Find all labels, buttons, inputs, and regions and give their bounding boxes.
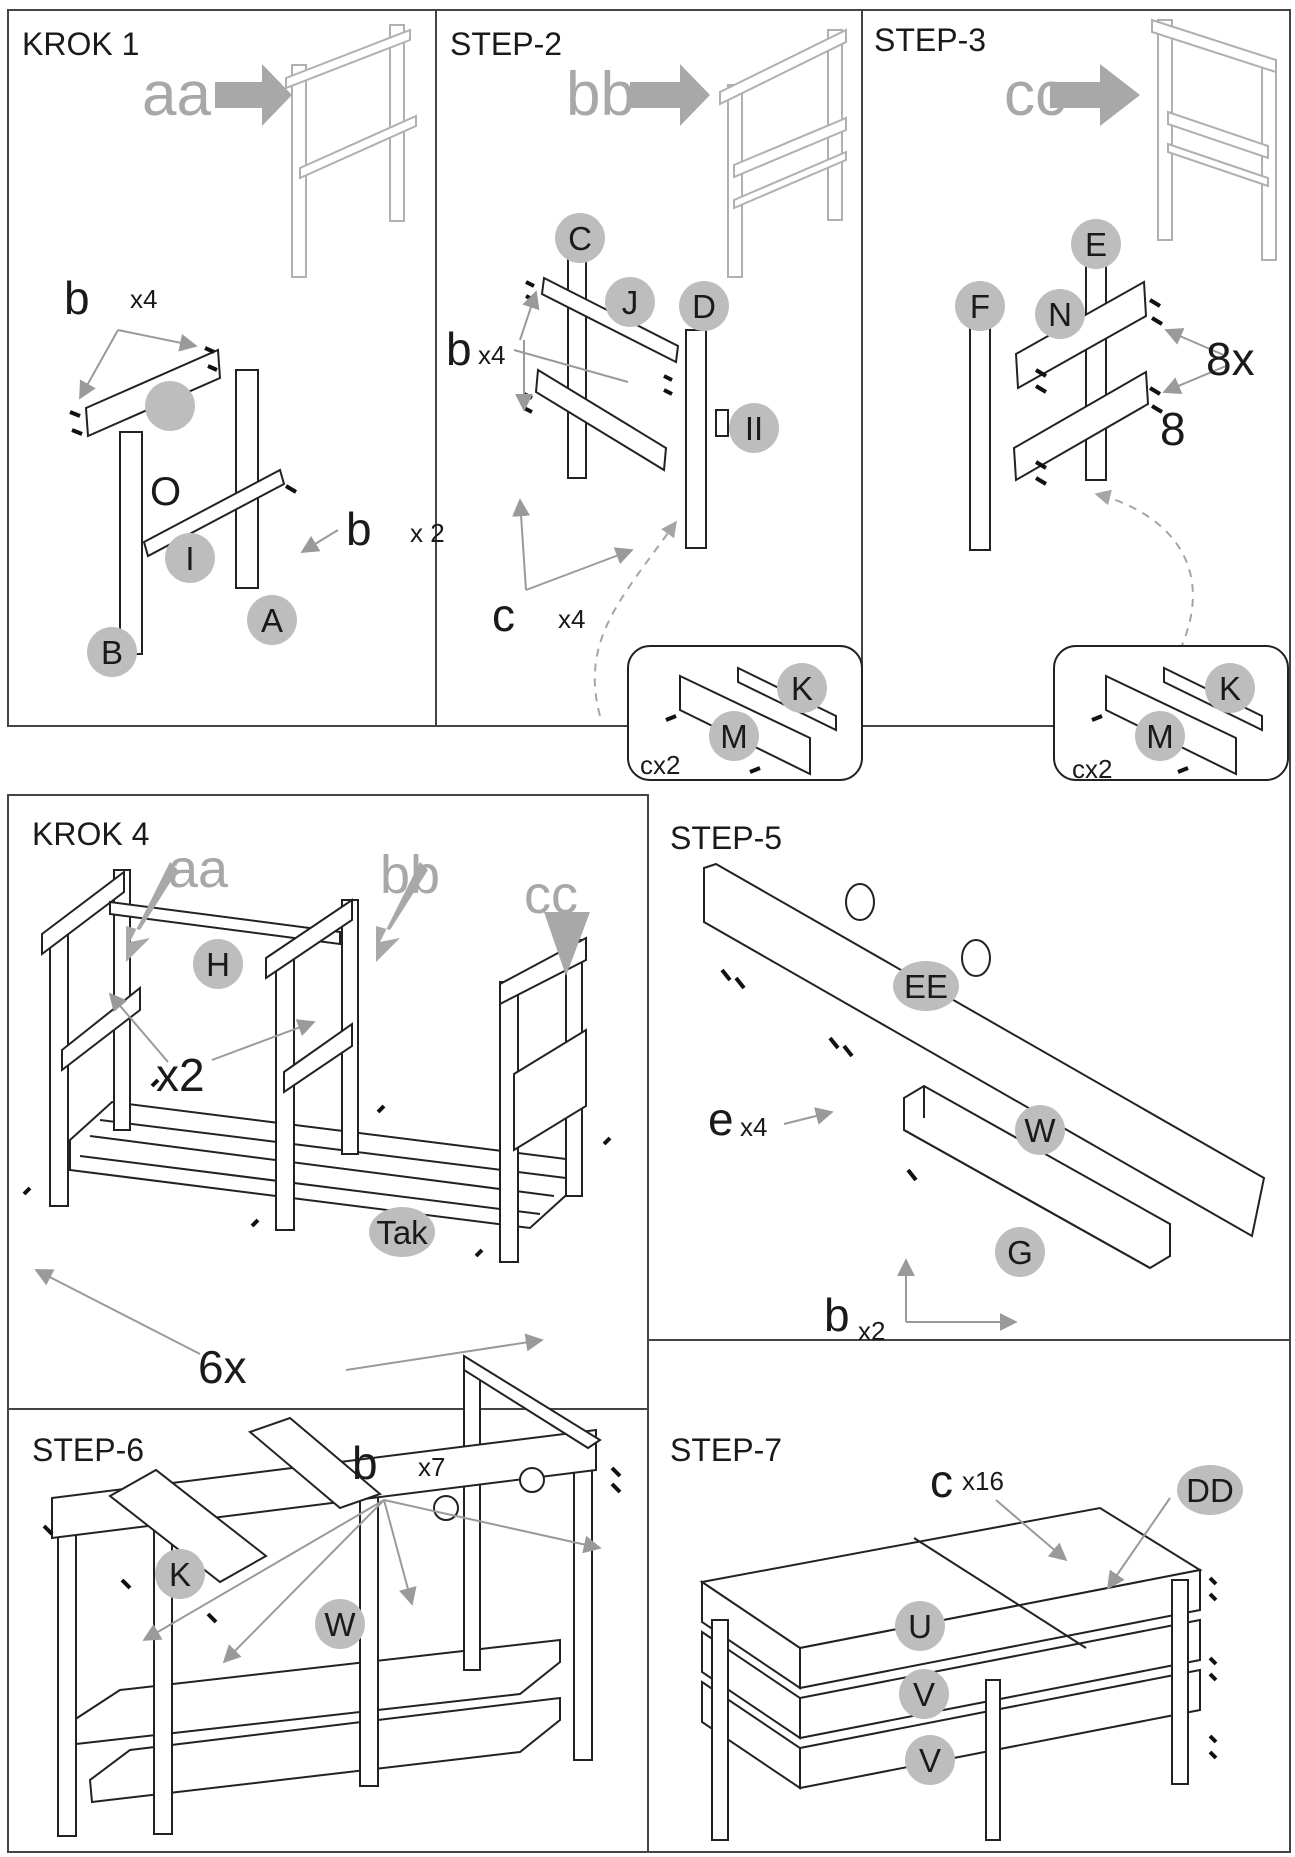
step-2-preview-frame (719, 28, 847, 278)
step-1-drawing (69, 24, 417, 655)
part-badge-e: E (1071, 219, 1121, 269)
part-badge-w-step6: W (315, 1599, 365, 1649)
fastener-cx2-2: cx2 (1072, 754, 1113, 784)
step-5-annotations (720, 968, 1018, 1331)
ghost-label-cc-step4: cc (524, 865, 578, 925)
part-badge-k-step6: K (155, 1549, 205, 1599)
part-label-o: O (150, 470, 182, 514)
screws-step3 (1034, 298, 1164, 486)
fastener-c-label-step7: c (930, 1455, 953, 1507)
step-5-drawing (703, 862, 1266, 1270)
part-badge-j: J (605, 277, 655, 327)
part-badge-k-2: K (1205, 663, 1255, 713)
fastener-b-count-step6: x7 (418, 1452, 446, 1482)
fastener-e-label: e (708, 1093, 734, 1145)
part-badge-h: H (193, 939, 243, 989)
step-4-drawing (41, 869, 587, 1263)
count-8: 8 (1160, 403, 1186, 455)
part-leg-a (235, 369, 259, 589)
step-4-annotations (22, 862, 612, 1371)
part-badge-v: V (899, 1669, 949, 1719)
ghost-label-aa-step4: aa (168, 839, 229, 899)
part-badge-blank (145, 381, 195, 431)
ghost-label-cc: cc (1004, 60, 1066, 129)
frame-step-1 (7, 9, 437, 727)
part-bracket-ii (715, 409, 729, 437)
step-6-title: STEP-6 (32, 1432, 145, 1468)
count-x2: x2 (156, 1049, 205, 1101)
ghost-label-bb-step4: bb (380, 845, 441, 905)
part-badge-w: W (1015, 1105, 1065, 1155)
fastener-c-count: x4 (558, 604, 586, 634)
fastener-c-label: c (492, 589, 515, 641)
step-6-drawing (51, 1354, 602, 1837)
part-badge-d: D (679, 281, 729, 331)
ghost-arrow-bb (630, 64, 710, 126)
part-post-e (1085, 257, 1107, 481)
fastener-cx2: cx2 (640, 750, 681, 780)
fastener-b-count-step2: x4 (478, 340, 506, 370)
fastener-b-count-step5: x2 (858, 1316, 886, 1346)
part-badge-f: F (955, 281, 1005, 331)
fastener-b-label-step6: b (352, 1437, 378, 1489)
step-3-preview-frame (1151, 18, 1277, 261)
part-long-board (703, 862, 1266, 1238)
fastener-b-label-step5: b (824, 1289, 850, 1341)
step-1-preview-frame (285, 24, 417, 278)
step-7-title: STEP-7 (670, 1432, 783, 1468)
part-leg-b (119, 431, 143, 655)
step-6-annotations (42, 1466, 622, 1664)
part-badge-ii: II (729, 403, 779, 453)
part-badge-i: I (165, 533, 215, 583)
part-badge-v-2: V (905, 1735, 955, 1785)
step-3-title: STEP-3 (874, 22, 987, 58)
part-rail-lower (534, 368, 668, 472)
fastener-c-count-step7: x16 (962, 1466, 1004, 1496)
step-2-title: STEP-2 (450, 26, 563, 62)
step-2-drawing (512, 28, 847, 717)
step-7-drawing (699, 1506, 1203, 1841)
fastener-e-count: x4 (740, 1112, 768, 1142)
part-rail-lower-3 (1012, 370, 1150, 482)
part-badge-g: G (995, 1227, 1045, 1277)
ghost-label-bb: bb (566, 60, 635, 129)
fastener-b-count: x4 (130, 284, 158, 314)
part-rail-n (1014, 280, 1148, 390)
ghost-label-aa: aa (142, 60, 211, 129)
part-badge-ee: EE (893, 961, 959, 1011)
step-1-title: KROK 1 (22, 26, 140, 62)
count-6x: 6x (198, 1341, 247, 1393)
part-post-f (969, 319, 991, 551)
fastener-b2-count: x 2 (410, 518, 445, 548)
count-8x: 8x (1206, 333, 1255, 385)
part-post-d (685, 329, 707, 549)
part-badge-u: U (895, 1601, 945, 1651)
ghost-arrow-cc (1050, 64, 1140, 126)
part-badge-k: K (777, 663, 827, 713)
part-badge-n: N (1035, 289, 1085, 339)
part-badge-tak: Tak (369, 1207, 435, 1257)
step-7-annotations (995, 1497, 1218, 1760)
step-3-drawing (969, 18, 1277, 651)
fastener-b-label: b (64, 272, 90, 324)
frame-step-7 (647, 1340, 1291, 1853)
fastener-b2-label: b (346, 503, 372, 555)
part-badge-dd: DD (1177, 1465, 1243, 1515)
fastener-b-label-step2: b (446, 323, 472, 375)
frame-step-6-sides (7, 1409, 648, 1853)
step-5-title: STEP-5 (670, 820, 783, 856)
screws-b (69, 346, 218, 436)
ghost-arrow-aa (215, 64, 292, 126)
part-badge-c: C (555, 213, 605, 263)
step-4-title: KROK 4 (32, 816, 150, 852)
part-badge-m-2: M (1135, 711, 1185, 761)
part-badge-b: B (87, 627, 137, 677)
part-badge-m: M (709, 711, 759, 761)
part-badge-a: A (247, 595, 297, 645)
